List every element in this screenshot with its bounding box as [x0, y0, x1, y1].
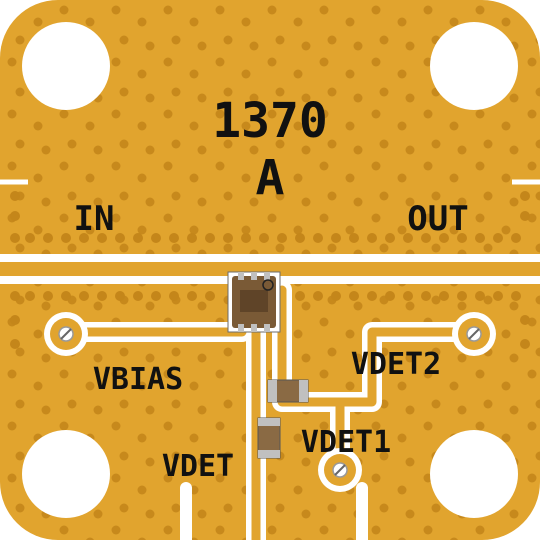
vdet1-pad[interactable]	[318, 448, 362, 492]
in-label: IN	[74, 199, 115, 239]
resistor-vertical	[257, 417, 281, 459]
via-row-lower	[10, 291, 530, 349]
dc-traces	[61, 285, 479, 540]
vbias-pad[interactable]	[44, 312, 88, 356]
via-row-upper	[10, 191, 530, 243]
vdet2-pad[interactable]	[452, 312, 496, 356]
vdet1-label: VDET1	[301, 425, 391, 460]
revision-label: A	[256, 150, 285, 206]
mounting-hole-top-left	[22, 22, 110, 110]
rf-through-line	[0, 254, 540, 284]
mounting-hole-bottom-left	[22, 430, 110, 518]
mounting-hole-bottom-right	[430, 430, 518, 518]
part-number-label: 1370	[212, 93, 328, 149]
capacitor-horizontal	[267, 379, 309, 403]
vdet2-label: VDET2	[351, 347, 441, 382]
detector-ic	[227, 271, 281, 333]
out-label: OUT	[407, 199, 468, 239]
vbias-label: VBIAS	[93, 362, 183, 397]
mounting-hole-top-right	[430, 22, 518, 110]
vdet-label: VDET	[162, 449, 234, 484]
